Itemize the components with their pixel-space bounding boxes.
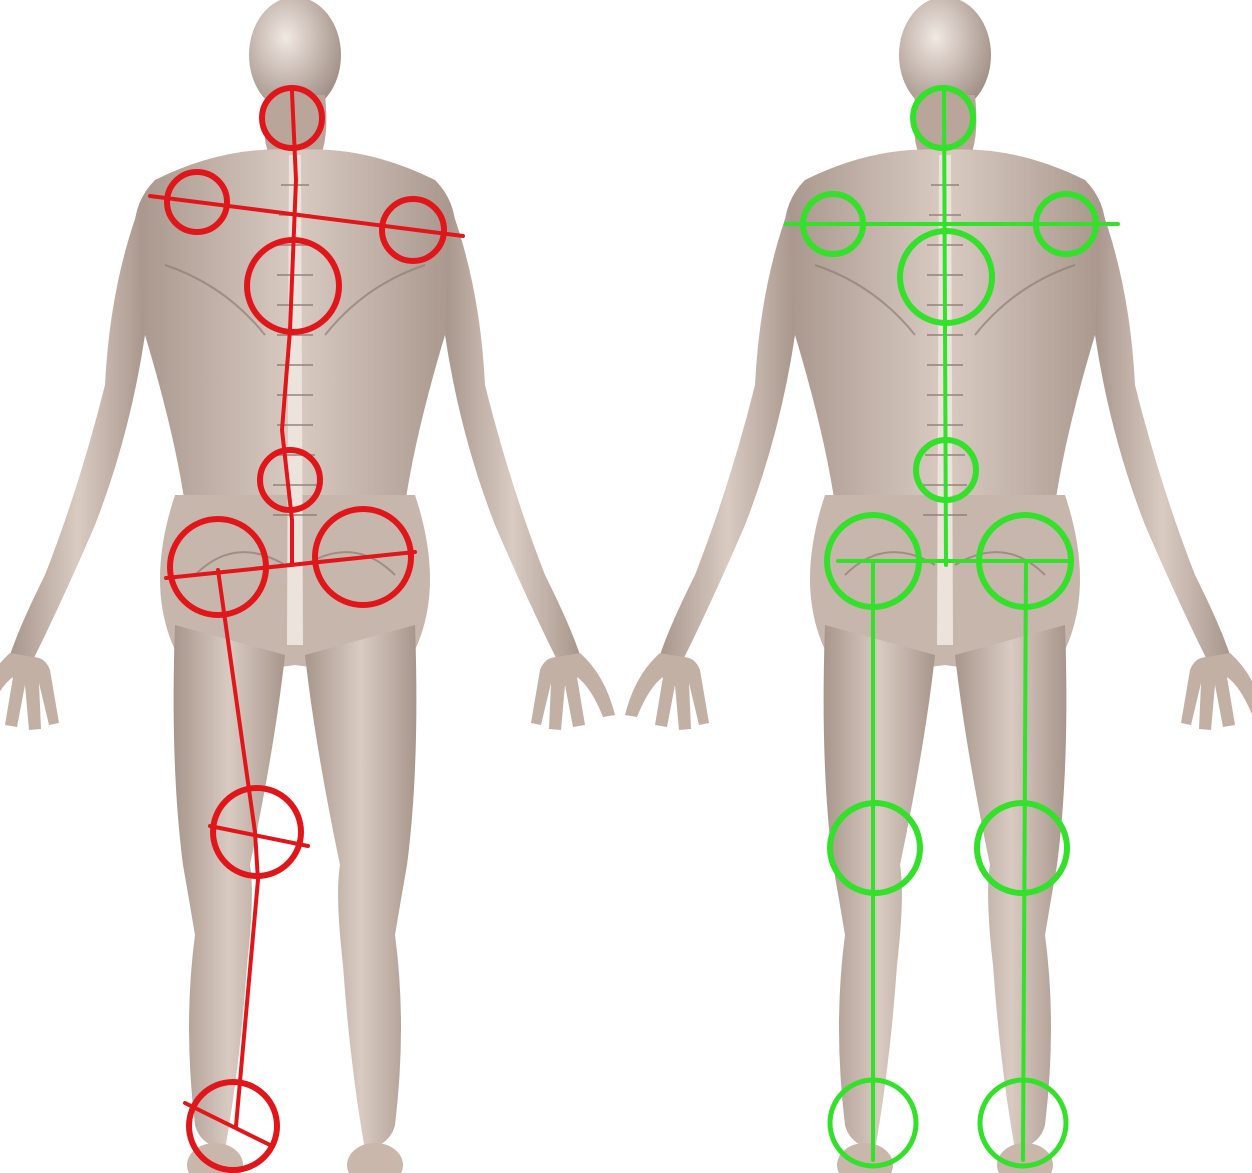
spine-line bbox=[944, 90, 946, 565]
